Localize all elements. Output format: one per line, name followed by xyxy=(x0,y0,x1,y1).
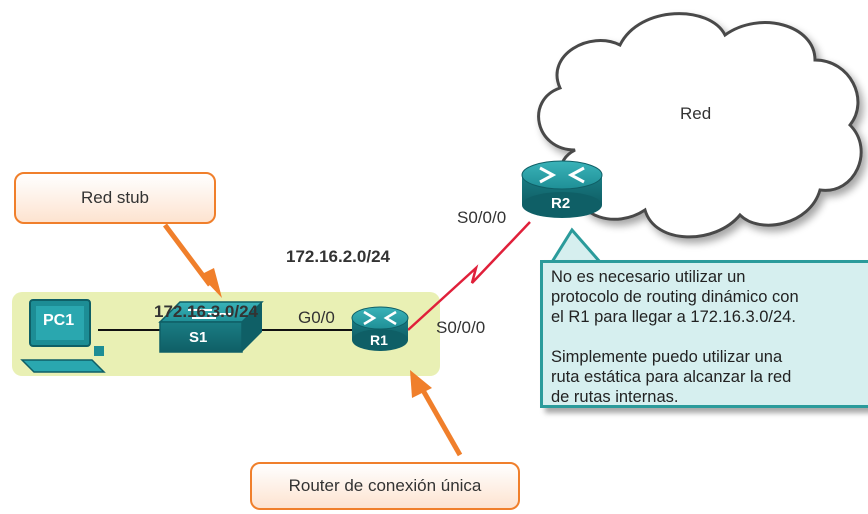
router-callout: Router de conexión única xyxy=(250,462,520,510)
note-line-5: ruta estática para alcanzar la red xyxy=(551,368,792,386)
pc-icon xyxy=(20,299,106,373)
note-pointer xyxy=(549,227,604,264)
cloud-label: Red xyxy=(680,104,712,123)
note-line-1: No es necesario utilizar un xyxy=(551,268,746,286)
switch-label: S1 xyxy=(189,329,208,346)
router-r2-label: R2 xyxy=(551,195,571,212)
router-r1-label: R1 xyxy=(370,332,388,348)
r1-lan-interface-label: G0/0 xyxy=(298,308,335,327)
router-r1-icon xyxy=(351,306,409,351)
stub-arrowhead xyxy=(200,268,222,298)
serial-link xyxy=(407,221,531,331)
wan-network-label: 172.16.2.0/24 xyxy=(286,247,390,266)
router-arrowhead xyxy=(410,370,432,398)
note-line-4: Simplemente puedo utilizar una xyxy=(551,348,783,366)
switch-icon xyxy=(158,301,264,353)
note-line-6: de rutas internas. xyxy=(551,388,679,406)
note-line-2: protocolo de routing dinámico con xyxy=(551,288,799,306)
router-r2-icon xyxy=(521,160,603,218)
stub-network-callout: Red stub xyxy=(14,172,216,224)
cloud-shape xyxy=(537,12,863,239)
note-line-3: el R1 para llegar a 172.16.3.0/24. xyxy=(551,308,796,326)
router-arrow xyxy=(417,383,463,457)
r1-wan-interface-label: S0/0/0 xyxy=(436,318,486,337)
lan-network-label: 172.16.3.0/24 xyxy=(154,302,258,321)
r2-wan-interface-label: S0/0/0 xyxy=(457,208,507,227)
explanation-note: No es necesario utilizar un protocolo de… xyxy=(540,260,868,408)
pc-label: PC1 xyxy=(43,312,75,329)
